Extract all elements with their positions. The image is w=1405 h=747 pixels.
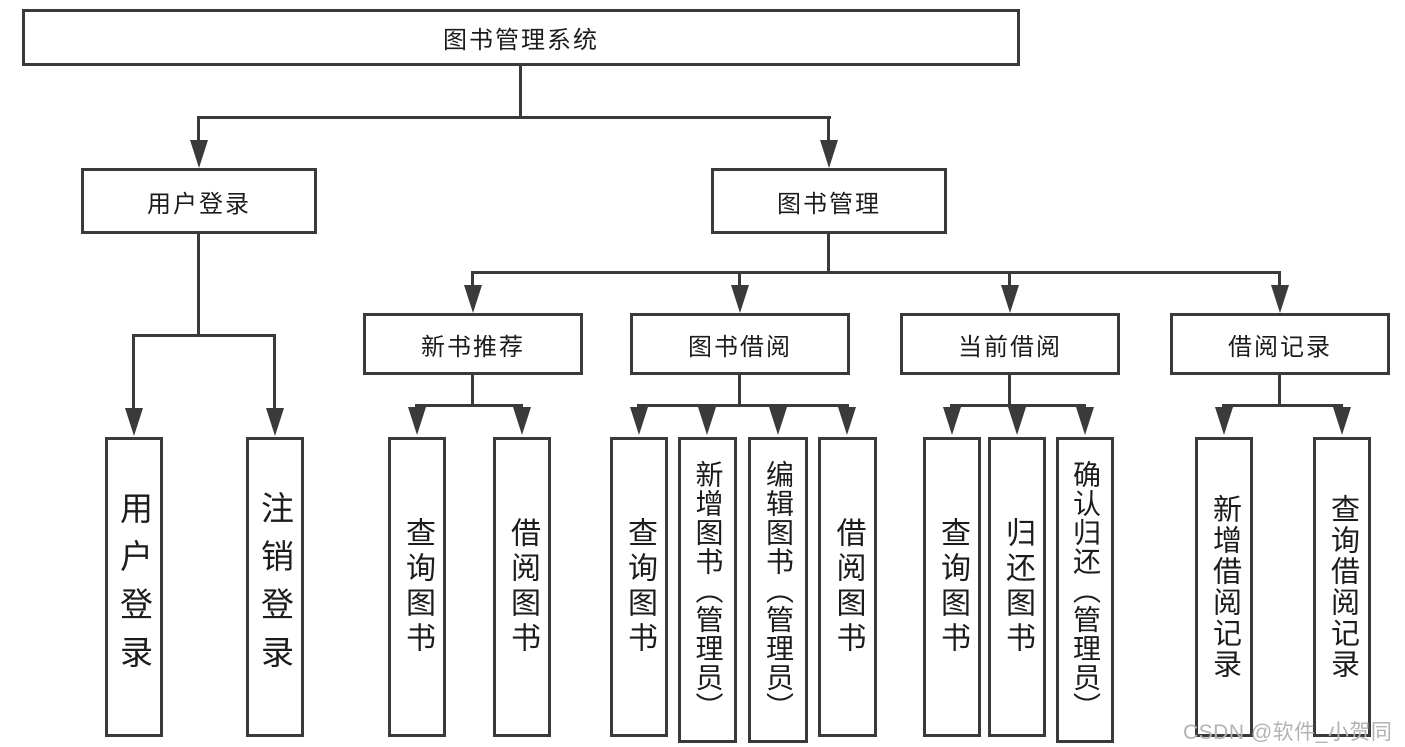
leaf-logout-login: 注销登录 bbox=[246, 437, 304, 737]
connector-line bbox=[827, 234, 830, 273]
arrow-down-icon bbox=[1215, 407, 1233, 435]
arrow-down-icon bbox=[266, 408, 284, 436]
connector-line bbox=[471, 375, 474, 406]
leaf-label: 归还图书 bbox=[1001, 517, 1034, 657]
node-book-management: 图书管理 bbox=[711, 168, 947, 234]
connector-line bbox=[132, 336, 135, 409]
leaf-label: 查询图书 bbox=[623, 517, 656, 657]
arrow-down-icon bbox=[943, 407, 961, 435]
arrow-down-icon bbox=[125, 408, 143, 436]
arrow-down-icon bbox=[1271, 285, 1289, 313]
leaf-current-confirm-return-admin: 确认归还（管理员） bbox=[1056, 437, 1114, 743]
leaf-label: 查询图书 bbox=[401, 517, 434, 657]
arrow-down-icon bbox=[769, 407, 787, 435]
node-label: 当前借阅 bbox=[958, 333, 1062, 361]
connector-line bbox=[738, 375, 741, 406]
connector-line bbox=[471, 273, 474, 285]
arrow-down-icon bbox=[513, 407, 531, 435]
connector-line bbox=[950, 404, 1086, 407]
node-root: 图书管理系统 bbox=[22, 9, 1020, 66]
arrow-down-icon bbox=[190, 140, 208, 168]
leaf-label: 借阅图书 bbox=[831, 517, 865, 657]
node-book-borrowing: 图书借阅 bbox=[630, 313, 850, 375]
connector-line bbox=[197, 234, 200, 336]
leaf-label: 确认归还（管理员） bbox=[1070, 459, 1101, 721]
node-current-borrowing: 当前借阅 bbox=[900, 313, 1120, 375]
leaf-current-query-books: 查询图书 bbox=[923, 437, 981, 737]
connector-line bbox=[519, 66, 522, 118]
node-borrowing-records: 借阅记录 bbox=[1170, 313, 1390, 375]
arrow-down-icon bbox=[1333, 407, 1351, 435]
connector-line bbox=[197, 116, 831, 119]
connector-line bbox=[1278, 273, 1281, 285]
arrow-down-icon bbox=[1008, 407, 1026, 435]
connector-line bbox=[738, 273, 741, 285]
connector-line bbox=[471, 271, 1281, 274]
csdn-watermark: CSDN @软件_小贺同学 bbox=[1183, 721, 1393, 744]
connector-line bbox=[1278, 375, 1281, 406]
arrow-down-icon bbox=[408, 407, 426, 435]
leaf-label: 查询图书 bbox=[936, 517, 969, 657]
node-new-book-recommend: 新书推荐 bbox=[363, 313, 583, 375]
leaf-borrow-query-books: 查询图书 bbox=[610, 437, 668, 737]
arrow-down-icon bbox=[820, 140, 838, 168]
node-label: 图书管理 bbox=[777, 190, 881, 218]
leaf-user-login: 用户登录 bbox=[105, 437, 163, 737]
connector-line bbox=[637, 404, 849, 407]
leaf-recommend-query-books: 查询图书 bbox=[388, 437, 446, 737]
arrow-down-icon bbox=[1001, 285, 1019, 313]
node-label: 新书推荐 bbox=[421, 333, 525, 361]
leaf-borrow-add-books-admin: 新增图书（管理员） bbox=[678, 437, 737, 743]
connector-line bbox=[827, 118, 830, 142]
node-user-login: 用户登录 bbox=[81, 168, 317, 234]
leaf-label: 用户登录 bbox=[115, 491, 153, 683]
arrow-down-icon bbox=[630, 407, 648, 435]
connector-line bbox=[1008, 375, 1011, 406]
leaf-recommend-borrow-books: 借阅图书 bbox=[493, 437, 551, 737]
leaf-label: 编辑图书（管理员） bbox=[763, 459, 794, 721]
arrow-down-icon bbox=[464, 285, 482, 313]
leaf-records-add-record: 新增借阅记录 bbox=[1195, 437, 1253, 737]
leaf-borrow-borrow-books: 借阅图书 bbox=[818, 437, 877, 737]
leaf-borrow-edit-books-admin: 编辑图书（管理员） bbox=[748, 437, 808, 743]
arrow-down-icon bbox=[838, 407, 856, 435]
connector-line bbox=[1008, 273, 1011, 285]
connector-line bbox=[132, 334, 276, 337]
arrow-down-icon bbox=[731, 285, 749, 313]
connector-line bbox=[415, 404, 523, 407]
leaf-label: 注销登录 bbox=[256, 491, 294, 683]
leaf-label: 新增借阅记录 bbox=[1208, 494, 1241, 680]
connector-line bbox=[197, 118, 200, 142]
node-label: 用户登录 bbox=[147, 190, 251, 218]
leaf-label: 查询借阅记录 bbox=[1326, 494, 1359, 680]
connector-line bbox=[273, 336, 276, 409]
node-label: 借阅记录 bbox=[1228, 333, 1332, 361]
leaf-current-return-books: 归还图书 bbox=[988, 437, 1046, 737]
node-label: 图书管理系统 bbox=[443, 27, 599, 54]
connector-line bbox=[1222, 404, 1343, 407]
node-label: 图书借阅 bbox=[688, 333, 792, 361]
leaf-label: 新增图书（管理员） bbox=[692, 459, 724, 721]
leaf-records-query-record: 查询借阅记录 bbox=[1313, 437, 1371, 737]
arrow-down-icon bbox=[1076, 407, 1094, 435]
arrow-down-icon bbox=[698, 407, 716, 435]
leaf-label: 借阅图书 bbox=[506, 517, 539, 657]
